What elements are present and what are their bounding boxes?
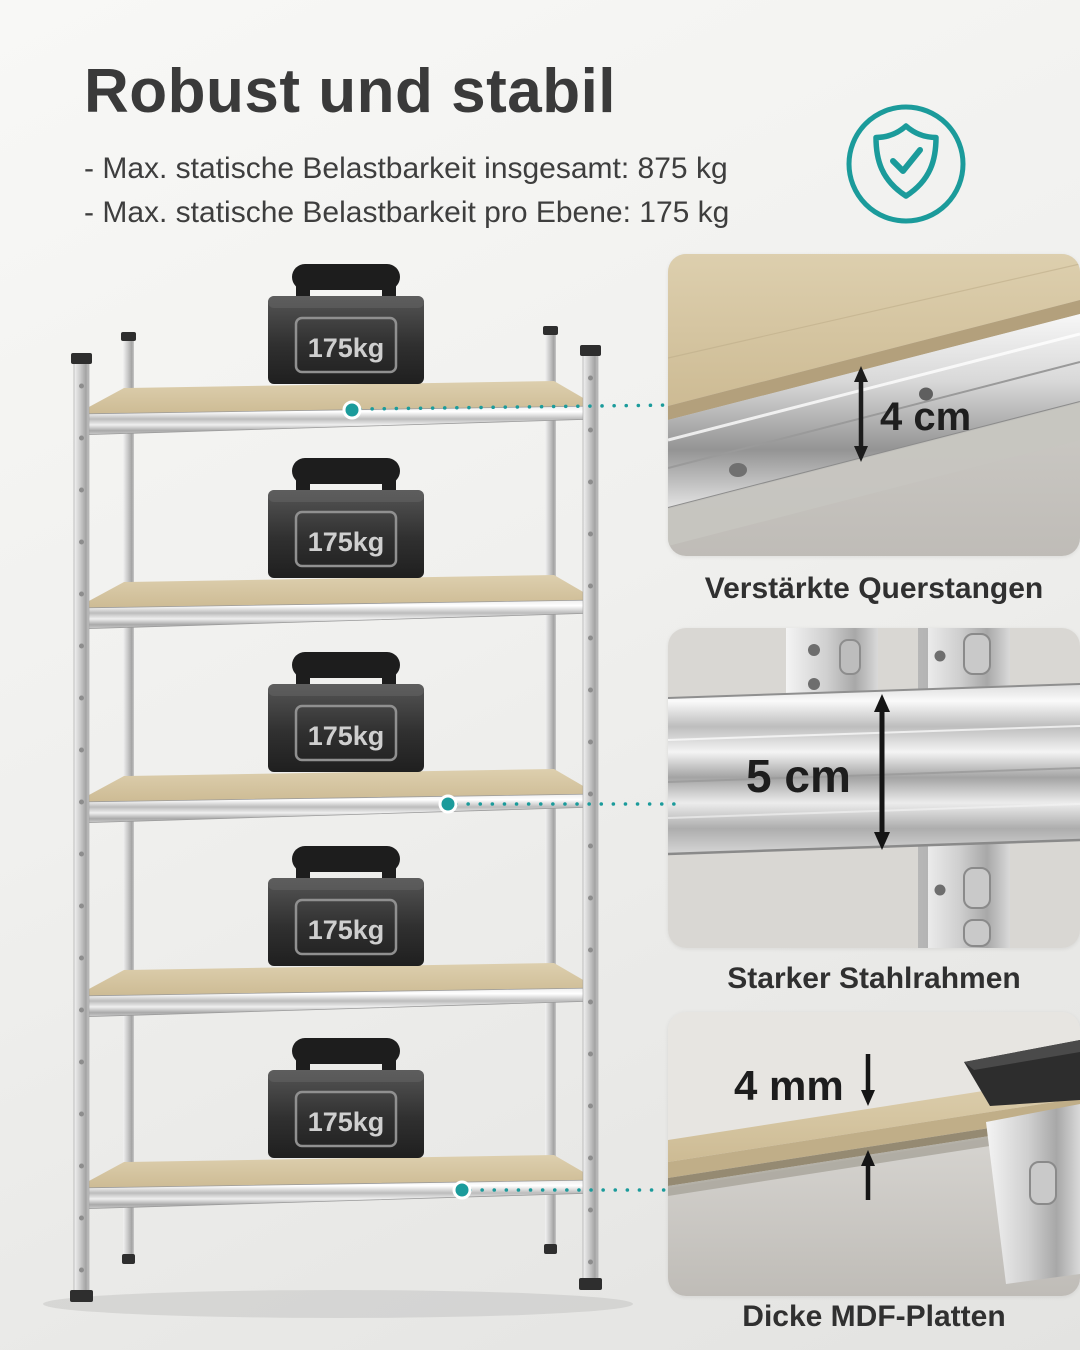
measure-arrow-4mm [861,1054,875,1200]
bolt-hole [919,387,933,401]
inset-board-photo: 4 mm [668,1012,1080,1296]
weight-label: 175kg [308,915,385,945]
crossbar-beam [668,314,1080,508]
floor-shadow [43,1290,633,1318]
weight-175kg-4: 175kg [268,846,424,966]
weight-label: 175kg [308,333,385,363]
measure-arrow-5cm [874,694,890,850]
header: Robust und stabil - Max. statische Belas… [84,56,729,235]
weight-175kg-3: 175kg [268,652,424,772]
measurement-label: 5 cm [746,750,851,802]
shelf-level-4 [75,963,598,1018]
weight-label: 175kg [308,527,385,557]
horizontal-beam [668,683,1080,856]
corner-bracket [964,1040,1080,1106]
shield-check-icon [846,104,966,224]
page-title: Robust und stabil [84,57,617,126]
shelf-level-3 [75,769,598,824]
measure-arrow-4cm [854,366,868,462]
mdf-board [668,1076,1080,1196]
front-posts [70,345,602,1302]
silver-post [986,1104,1080,1284]
bullet-per-shelf-load: - Max. statische Belastbarkeit pro Ebene… [84,196,730,229]
caption-crossbar: Verstärkte Querstangen [704,572,1044,605]
board-closeup: 4 mm [668,1012,1080,1296]
weight-label: 175kg [308,1107,385,1137]
weight-175kg-1: 175kg [268,264,424,384]
inset-frame-photo: 5 cm [668,628,1080,948]
wood-panel [668,254,1080,406]
weight-175kg-5: 175kg [268,1038,424,1158]
measurement-label: 4 cm [880,395,971,439]
bullet-total-load: - Max. statische Belastbarkeit insgesamt… [84,152,728,185]
keyhole-slot [729,463,747,477]
frame-closeup: 5 cm [668,628,1080,948]
weight-175kg-2: 175kg [268,458,424,578]
weight-label: 175kg [308,721,385,751]
measurement-label: 4 mm [734,1062,844,1109]
shelf-level-1 [75,381,598,436]
feature-bullets: - Max. statische Belastbarkeit insgesamt… [84,147,729,235]
shelf-level-5 [75,1155,598,1210]
inset-crossbar-photo: 4 cm [668,254,1080,556]
caption-frame: Starker Stahlrahmen [727,962,1021,995]
shelf-level-2 [75,575,598,630]
caption-board: Dicke MDF-Platten [742,1300,1006,1333]
shelf-illustration: 175kg 175kg 175kg 175kg [43,264,633,1318]
crossbar-closeup: 4 cm [668,254,1080,556]
